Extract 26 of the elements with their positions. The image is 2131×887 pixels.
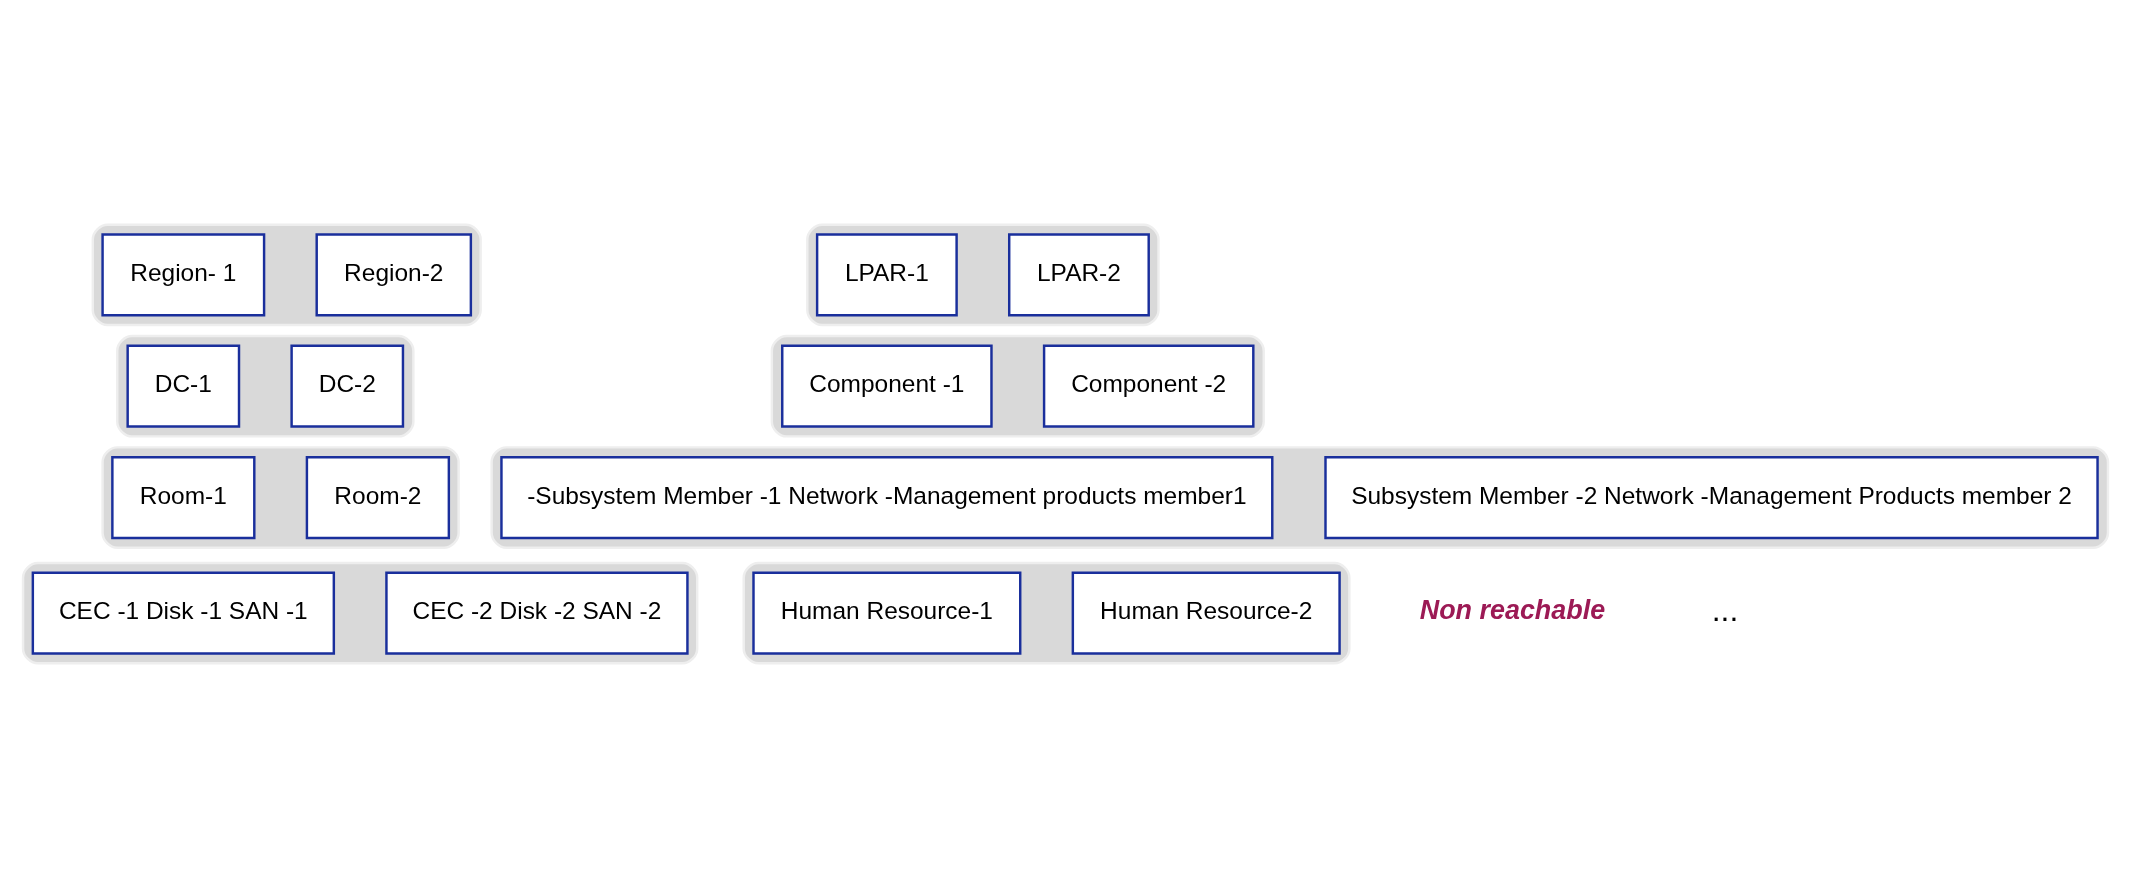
cluster bbox=[490, 445, 2110, 549]
cluster bbox=[742, 561, 1351, 665]
node-box: Component -1 bbox=[781, 344, 993, 428]
cluster bbox=[91, 222, 482, 326]
node-box: Subsystem Member -2 Network -Management Products member 2 bbox=[1324, 455, 2099, 539]
node-box: Human Resource-2 bbox=[1071, 571, 1341, 655]
node-box: -Subsystem Member -1 Network -Management products member1 bbox=[500, 455, 1274, 539]
node-box: Region- 1 bbox=[101, 232, 266, 316]
cluster bbox=[21, 561, 699, 665]
cluster bbox=[101, 445, 460, 549]
node-box: DC-2 bbox=[290, 344, 405, 428]
node-box: Room-1 bbox=[111, 455, 256, 539]
cluster bbox=[116, 334, 415, 438]
cluster bbox=[806, 222, 1160, 326]
node-box: Region-2 bbox=[315, 232, 473, 316]
node-box: Room-2 bbox=[305, 455, 451, 539]
cluster bbox=[770, 334, 1265, 438]
node-box: CEC -2 Disk -2 SAN -2 bbox=[385, 571, 689, 655]
label: ... bbox=[1711, 591, 1739, 628]
node-box: CEC -1 Disk -1 SAN -1 bbox=[31, 571, 336, 655]
node-box: LPAR-1 bbox=[815, 232, 958, 316]
node-box: DC-1 bbox=[126, 344, 241, 428]
node-box: LPAR-2 bbox=[1008, 232, 1150, 316]
node-box: Component -2 bbox=[1042, 344, 1255, 428]
node-box: Human Resource-1 bbox=[752, 571, 1022, 655]
label: Non reachable bbox=[1419, 594, 1606, 625]
